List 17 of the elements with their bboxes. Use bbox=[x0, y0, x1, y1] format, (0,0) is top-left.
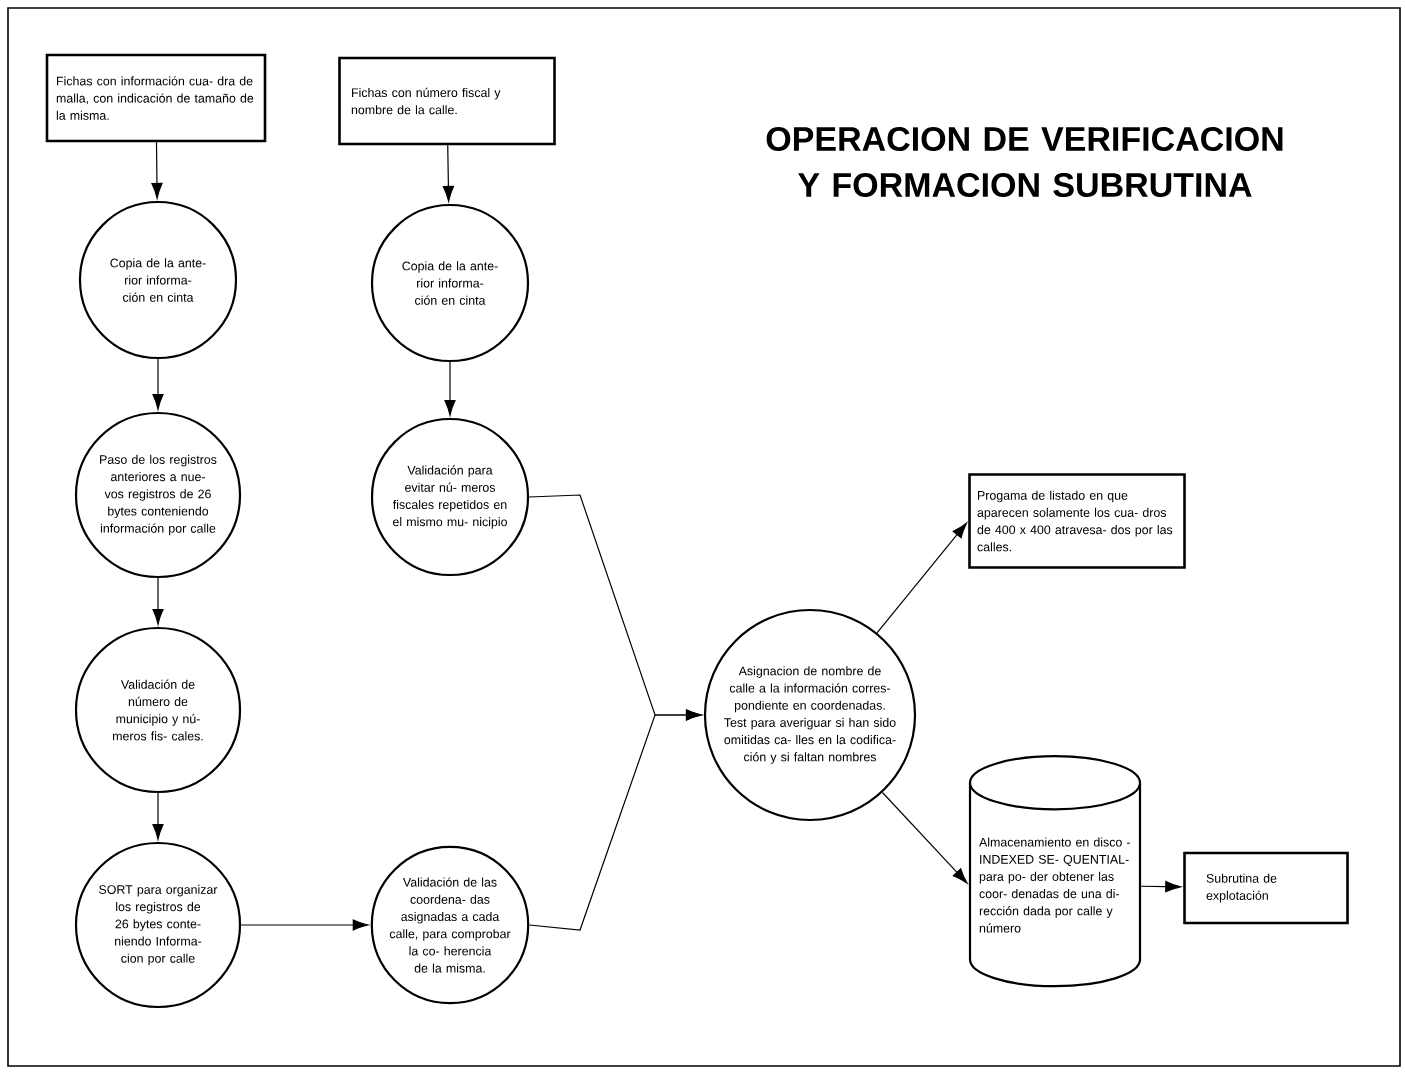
process-box: Fichas con número fiscal y nombre de la calle. bbox=[338, 56, 556, 146]
title: OPERACION DE VERIFICACION Y FORMACION SUBRUTINA bbox=[766, 126, 1283, 198]
process-box: Subrutina de explotación bbox=[1183, 851, 1349, 925]
arrow bbox=[152, 792, 164, 840]
arrow bbox=[152, 577, 164, 625]
arrow bbox=[152, 358, 164, 410]
process-box: Progama de listado en que aparecen solamente los cua- dros de 400 x 400 atravesa- dos por las calles. bbox=[968, 473, 1186, 569]
arrow bbox=[240, 919, 369, 931]
arrow bbox=[876, 522, 968, 634]
arrow bbox=[444, 361, 456, 416]
arrow bbox=[881, 791, 968, 884]
disk-storage-cylinder: Almacenamiento en disco -INDEXED SE- QUENTIAL- para po- der obtener las coor- denadas de una di- rección dada por calle y número bbox=[968, 755, 1142, 988]
arrow bbox=[1140, 881, 1182, 893]
arrow bbox=[528, 709, 702, 931]
arrow bbox=[442, 144, 455, 202]
process-box: Fichas con información cua- dra de malla, con indicación de tamaño de la misma. bbox=[45, 53, 267, 143]
arrow bbox=[151, 141, 163, 199]
